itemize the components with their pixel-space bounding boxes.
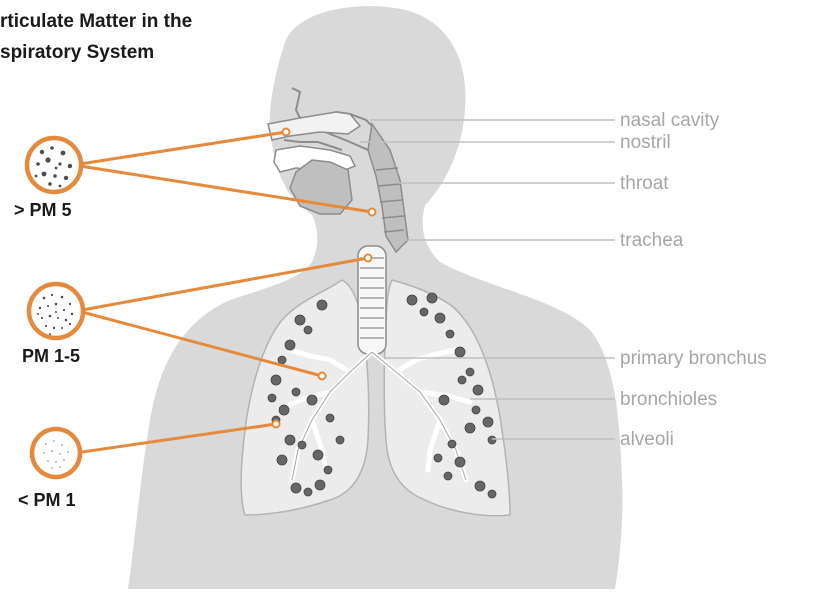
label-nostril: nostril xyxy=(620,132,671,153)
label-throat: throat xyxy=(620,173,669,194)
label-pm-small: < PM 1 xyxy=(18,490,76,510)
label-primary-bronchus: primary bronchus xyxy=(620,348,767,369)
title-line-2: spiratory System xyxy=(0,42,154,63)
label-alveoli: alveoli xyxy=(620,429,674,450)
particle-circle-large xyxy=(27,138,81,192)
particle-circle-medium xyxy=(29,284,83,338)
label-nasal-cavity: nasal cavity xyxy=(620,110,720,131)
particle-circle-small xyxy=(32,429,80,477)
label-trachea: trachea xyxy=(620,230,684,251)
title-line-1: rticulate Matter in the xyxy=(0,11,192,32)
label-pm-medium: PM 1-5 xyxy=(22,346,80,366)
label-bronchioles: bronchioles xyxy=(620,389,717,410)
label-pm-large: > PM 5 xyxy=(14,200,72,220)
